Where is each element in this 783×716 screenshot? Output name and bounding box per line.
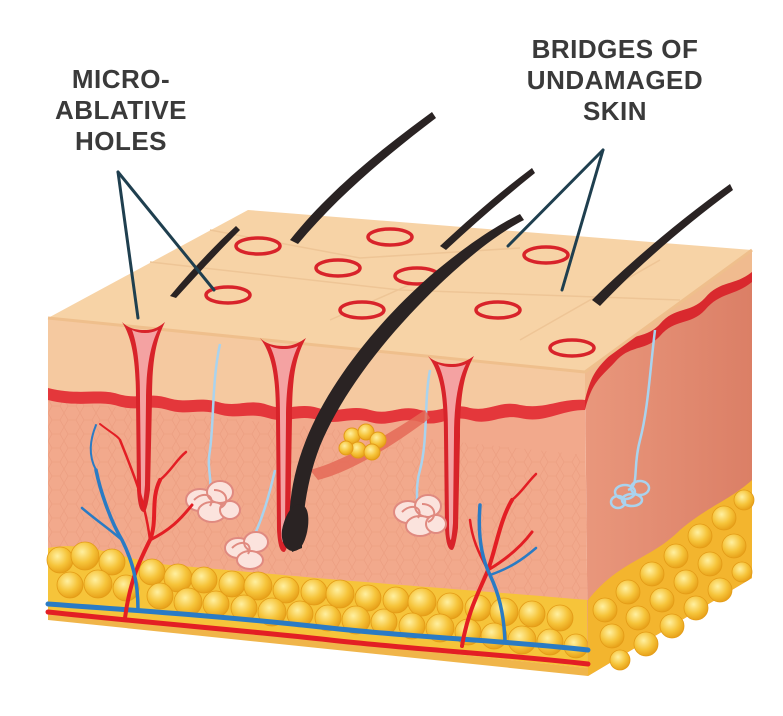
hole-top — [366, 227, 414, 247]
hair — [592, 184, 733, 306]
hair-follicle — [281, 504, 309, 552]
right-side-face — [585, 250, 755, 676]
hole-top — [474, 300, 522, 320]
skin-surface — [48, 210, 752, 372]
side-epidermis — [585, 250, 752, 400]
hair — [440, 168, 535, 250]
label-bridges-of-undamaged-skin: BRIDGES OF UNDAMAGED SKIN — [500, 34, 730, 127]
artery-main — [45, 609, 591, 667]
label-micro-ablative-holes: MICRO- ABLATIVE HOLES — [36, 64, 206, 157]
label-line: HOLES — [74, 126, 168, 156]
leader-bridges-left — [506, 148, 605, 248]
micro-ablative-holes — [204, 227, 596, 358]
hole-channels — [122, 322, 474, 552]
channel — [260, 338, 306, 552]
side-nerve — [627, 329, 657, 492]
front-bottom-rim — [48, 612, 588, 676]
label-line: BRIDGES OF — [531, 34, 699, 64]
hair — [290, 112, 436, 244]
vein-main — [45, 601, 591, 653]
hole-top — [338, 300, 386, 320]
side-red-band — [585, 272, 752, 410]
hole-top — [314, 258, 362, 278]
label-line: MICRO- — [71, 64, 171, 94]
gland — [224, 531, 269, 570]
side-gland — [609, 479, 651, 510]
surface-edge-front — [47, 316, 586, 374]
label-line: UNDAMAGED — [526, 65, 704, 95]
sebaceous-gland — [338, 423, 387, 461]
label-line: ABLATIVE — [54, 95, 188, 125]
hair-long — [289, 214, 524, 552]
leader-micro-right — [116, 170, 216, 292]
top-surface — [47, 210, 753, 374]
gland — [393, 494, 447, 537]
hairs — [170, 112, 733, 552]
leader-micro-left — [116, 170, 140, 320]
hole-top — [548, 338, 596, 358]
label-line: SKIN — [582, 96, 648, 126]
channel — [428, 356, 474, 550]
channel — [122, 322, 165, 512]
hole-top — [522, 245, 570, 265]
blood-vessels — [45, 423, 591, 667]
leader-lines — [116, 148, 605, 320]
hair — [170, 226, 240, 298]
surface-edge-side — [584, 248, 753, 374]
side-fat — [588, 480, 752, 676]
side-fat-globules — [592, 489, 755, 671]
hole-top — [234, 236, 282, 256]
leader-bridges-right — [560, 148, 605, 292]
hole-top — [204, 285, 252, 305]
